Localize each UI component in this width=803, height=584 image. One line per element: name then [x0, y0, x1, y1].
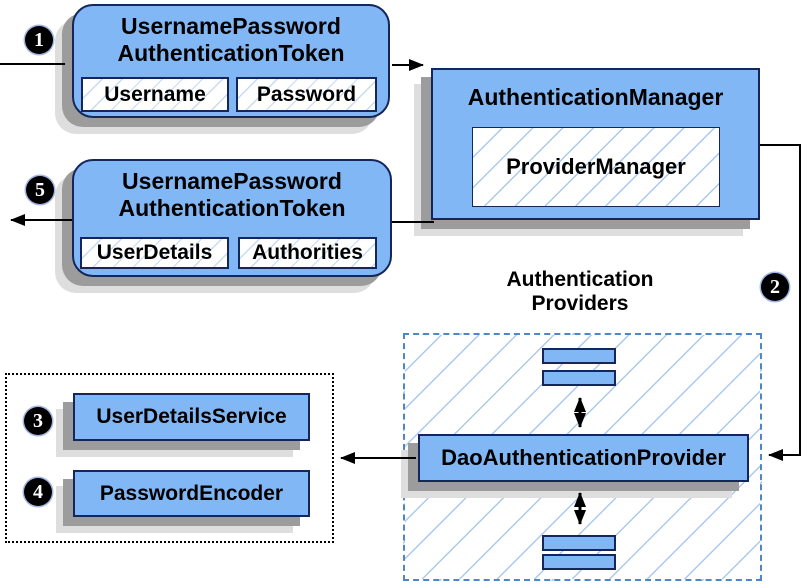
user-details-field-label: UserDetails: [96, 241, 213, 264]
step1-token-box: UsernamePassword AuthenticationToken Use…: [72, 4, 390, 118]
step-2-badge: 2: [761, 273, 789, 301]
authorities-field-label: Authorities: [252, 241, 363, 264]
password-encoder-label: PasswordEncoder: [99, 481, 284, 505]
user-details-field: UserDetails: [80, 237, 229, 269]
step5-token-box: UsernamePassword AuthenticationToken Use…: [72, 159, 392, 277]
step-1-badge: 1: [25, 26, 53, 54]
step-5-badge: 5: [26, 176, 54, 204]
password-field-label: Password: [256, 82, 357, 106]
authentication-manager-title: AuthenticationManager: [467, 84, 724, 110]
step5-token-title: UsernamePassword AuthenticationToken: [74, 168, 390, 222]
provider-manager-box: ProviderManager: [472, 127, 720, 207]
step1-token-title-line2: AuthenticationToken: [117, 40, 345, 66]
step1-token-title: UsernamePassword AuthenticationToken: [74, 13, 388, 67]
authentication-manager-box: AuthenticationManager ProviderManager: [431, 68, 760, 220]
dao-authentication-provider-box: DaoAuthenticationProvider: [418, 434, 749, 482]
user-details-service-box: UserDetailsService: [73, 393, 310, 441]
provider-list-item: [542, 348, 616, 364]
authentication-providers-title-line2: Providers: [531, 292, 629, 315]
password-field: Password: [236, 77, 377, 112]
authorities-field: Authorities: [238, 237, 377, 269]
step5-token-title-line2: AuthenticationToken: [118, 195, 346, 221]
username-field-label: Username: [104, 82, 206, 106]
step-4-badge: 4: [24, 478, 52, 506]
step1-token-title-line1: UsernamePassword: [121, 13, 341, 39]
username-field: Username: [81, 77, 229, 112]
step5-token-title-line1: UsernamePassword: [122, 168, 342, 194]
beans-group: [5, 373, 334, 543]
password-encoder-box: PasswordEncoder: [73, 470, 310, 517]
authentication-providers-title-line1: Authentication: [506, 268, 654, 291]
user-details-service-label: UserDetailsService: [96, 405, 287, 428]
dao-authentication-provider-label: DaoAuthenticationProvider: [441, 445, 726, 470]
authentication-providers-title: Authentication Providers: [440, 268, 720, 316]
provider-list-item: [542, 370, 616, 386]
step-3-badge: 3: [24, 407, 52, 435]
provider-manager-label: ProviderManager: [506, 154, 686, 179]
provider-list-item: [542, 535, 616, 551]
provider-list-item: [542, 554, 616, 570]
